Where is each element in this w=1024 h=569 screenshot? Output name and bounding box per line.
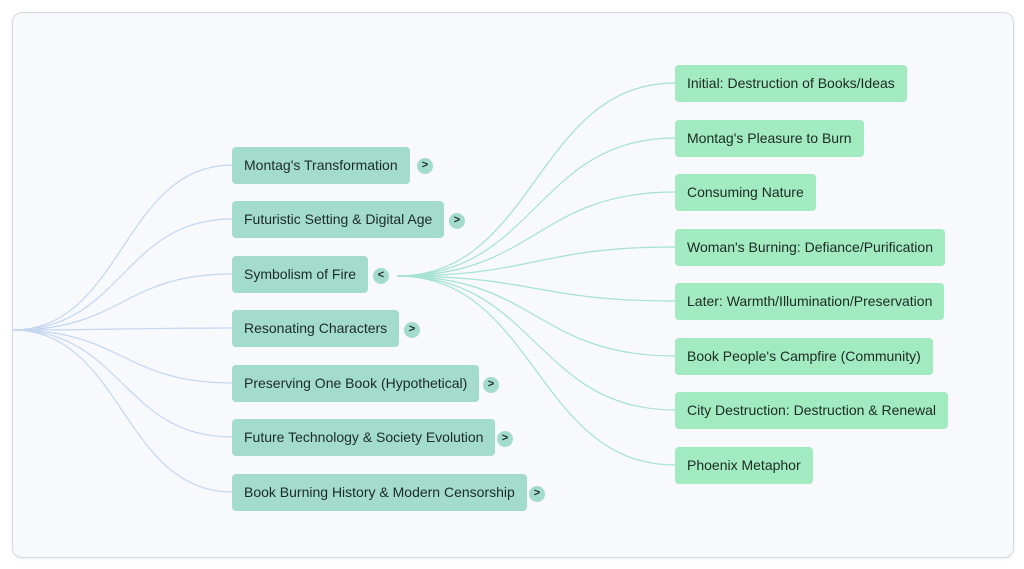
collapse-toggle-symbolism-of-fire[interactable]: <	[373, 268, 389, 284]
connector-lines	[13, 82, 676, 493]
root-connector-line	[13, 329, 233, 438]
expand-toggle-preserving-one-book[interactable]: >	[483, 377, 499, 393]
leaf-label: Woman's Burning: Defiance/Purification	[687, 239, 933, 255]
child-connector-line	[396, 275, 676, 357]
leaf-warmth-illumination[interactable]: Later: Warmth/Illumination/Preservation	[675, 283, 945, 320]
branch-label: Future Technology & Society Evolution	[244, 429, 484, 445]
branch-resonating-characters[interactable]: Resonating Characters	[232, 310, 400, 347]
root-connector-line	[13, 164, 233, 331]
expand-toggle-book-burning-history[interactable]: >	[529, 486, 545, 502]
leaf-city-destruction[interactable]: City Destruction: Destruction & Renewal	[675, 392, 948, 429]
child-connector-line	[396, 191, 676, 277]
leaf-label: Initial: Destruction of Books/Ideas	[687, 75, 895, 91]
root-connectors	[13, 164, 233, 493]
branch-futuristic-setting[interactable]: Futuristic Setting & Digital Age	[232, 201, 445, 238]
leaf-label: Montag's Pleasure to Burn	[687, 130, 852, 146]
branch-label: Futuristic Setting & Digital Age	[244, 211, 433, 227]
root-connector-line	[13, 327, 233, 331]
child-connector-line	[396, 246, 676, 277]
leaf-pleasure-to-burn[interactable]: Montag's Pleasure to Burn	[675, 120, 864, 157]
leaf-initial-destruction[interactable]: Initial: Destruction of Books/Ideas	[675, 65, 907, 102]
root-connector-line	[13, 329, 233, 493]
fire-child-connectors	[396, 82, 676, 466]
leaf-campfire-community[interactable]: Book People's Campfire (Community)	[675, 338, 933, 375]
branch-book-burning-history[interactable]: Book Burning History & Modern Censorship	[232, 474, 527, 511]
root-connector-line	[13, 218, 233, 331]
child-connector-line	[396, 275, 676, 411]
child-connector-line	[396, 275, 676, 302]
leaf-label: Phoenix Metaphor	[687, 457, 801, 473]
leaf-womans-burning[interactable]: Woman's Burning: Defiance/Purification	[675, 229, 945, 266]
branch-future-technology[interactable]: Future Technology & Society Evolution	[232, 419, 496, 456]
expand-toggle-resonating-characters[interactable]: >	[404, 322, 420, 338]
root-connector-line	[13, 273, 233, 331]
branch-symbolism-of-fire[interactable]: Symbolism of Fire	[232, 256, 369, 293]
branch-montags-transformation[interactable]: Montag's Transformation	[232, 147, 410, 184]
leaf-phoenix-metaphor[interactable]: Phoenix Metaphor	[675, 447, 813, 484]
branch-label: Preserving One Book (Hypothetical)	[244, 375, 468, 391]
root-connector-line	[13, 329, 233, 384]
child-connector-line	[396, 275, 676, 466]
leaf-label: Consuming Nature	[687, 184, 804, 200]
branch-label: Symbolism of Fire	[244, 266, 357, 282]
branch-label: Resonating Characters	[244, 320, 388, 336]
mindmap-canvas: Montag's Transformation > Futuristic Set…	[12, 12, 1014, 558]
expand-toggle-future-technology[interactable]: >	[497, 431, 513, 447]
leaf-label: Later: Warmth/Illumination/Preservation	[687, 293, 933, 309]
branch-preserving-one-book[interactable]: Preserving One Book (Hypothetical)	[232, 365, 480, 402]
branch-label: Book Burning History & Modern Censorship	[244, 484, 515, 500]
expand-toggle-futuristic-setting[interactable]: >	[449, 213, 465, 229]
leaf-label: City Destruction: Destruction & Renewal	[687, 402, 936, 418]
branch-label: Montag's Transformation	[244, 157, 398, 173]
child-connector-line	[396, 137, 676, 277]
child-connector-line	[396, 82, 676, 277]
expand-toggle-montags-transformation[interactable]: >	[417, 158, 433, 174]
leaf-label: Book People's Campfire (Community)	[687, 348, 921, 364]
leaf-consuming-nature[interactable]: Consuming Nature	[675, 174, 816, 211]
